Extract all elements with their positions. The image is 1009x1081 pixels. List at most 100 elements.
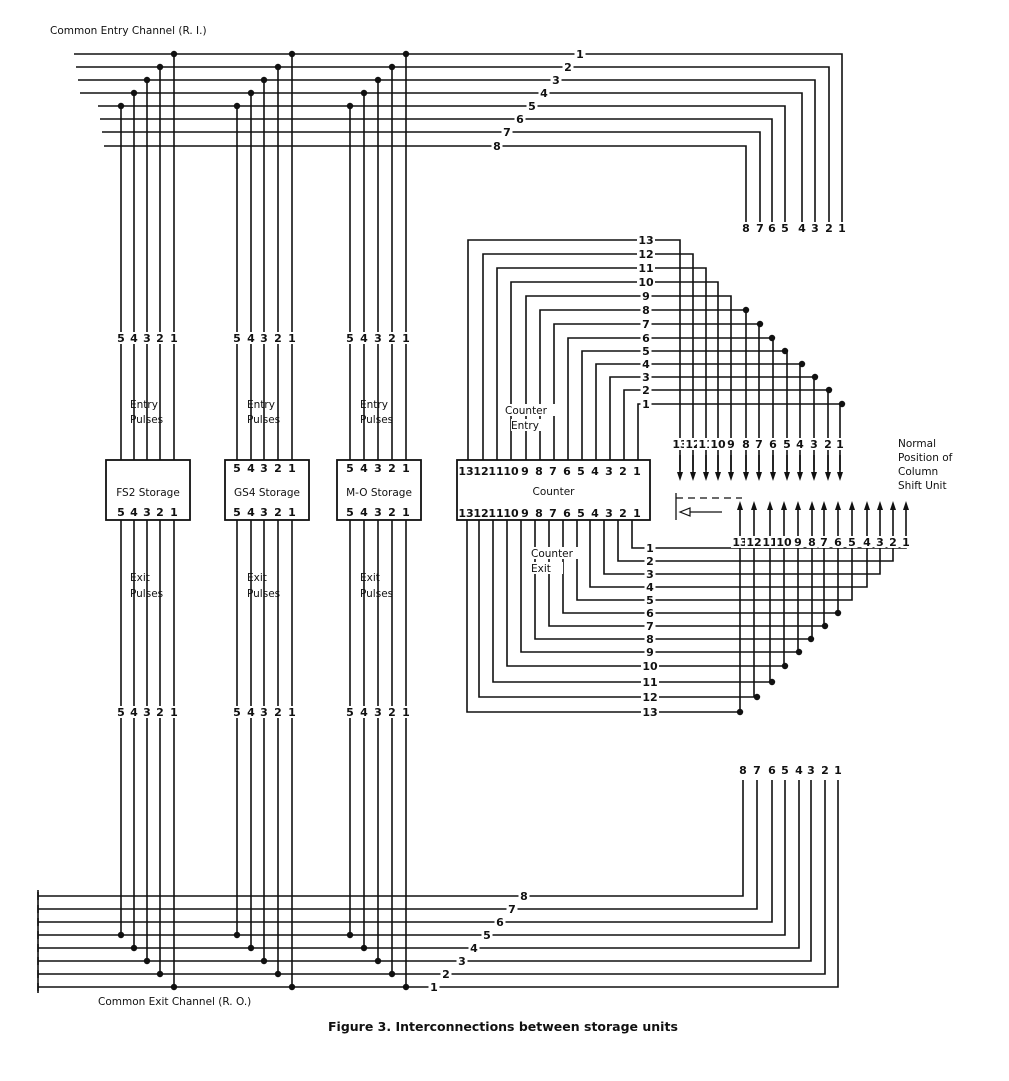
arrow-down-icon <box>784 472 790 481</box>
entry-channel-line-number: 5 <box>528 100 536 113</box>
label-background <box>258 332 270 344</box>
arrow-up-icon <box>835 501 841 510</box>
label-background <box>887 536 899 548</box>
counter-exit-line-number: 8 <box>646 633 654 646</box>
entry-pulses-label: Pulses <box>130 414 163 426</box>
counter-entry-junction-dot <box>811 373 819 381</box>
counter-bottom-pin: 4 <box>591 507 599 520</box>
shift-output-pin-number: 5 <box>848 536 856 549</box>
counter-top-pin: 10 <box>503 465 519 478</box>
label-background <box>637 262 655 274</box>
label-background <box>258 706 270 718</box>
entry-pin-number: 1 <box>288 332 296 345</box>
exit-pin-number: 5 <box>233 706 241 719</box>
exit-rise-pin-label: 2 <box>821 764 829 777</box>
shift-unit-label: Shift Unit <box>898 480 947 492</box>
arrow-down-icon <box>811 472 817 481</box>
storage-unit-name: GS4 Storage <box>234 487 300 499</box>
arrow-up-icon <box>737 501 743 510</box>
entry-pin-number: 3 <box>143 332 151 345</box>
storage-bottom-pin: 1 <box>402 506 410 519</box>
entry-pin-number: 2 <box>388 332 396 345</box>
entry-pin-number: 5 <box>117 332 125 345</box>
entry-pin-number: 4 <box>247 332 255 345</box>
label-background <box>725 438 737 450</box>
storage-top-pin: 3 <box>374 462 382 475</box>
shift-input-pin-number: 7 <box>755 438 763 451</box>
label-background <box>400 706 412 718</box>
entry-pulses-label: Entry <box>130 399 158 411</box>
exit-channel-line-6 <box>38 780 773 923</box>
storage-unit-name: M-O Storage <box>346 487 412 499</box>
storage-box-2 <box>336 459 422 521</box>
label-background <box>491 140 503 152</box>
label-background <box>641 660 659 672</box>
exit-rise-pin-label: 1 <box>834 764 842 777</box>
counter-bottom-pin: 2 <box>619 507 627 520</box>
shift-output-pin-number: 11 <box>762 536 777 549</box>
exit-rise-pin-label: 6 <box>768 764 776 777</box>
arrow-down-icon <box>825 472 831 481</box>
storage-bottom-pin: 4 <box>360 506 368 519</box>
counter-exit-line-number: 11 <box>642 676 657 689</box>
shift-input-pin-number: 12 <box>685 438 700 451</box>
entry-junction-dot <box>288 50 296 58</box>
label-background <box>767 438 779 450</box>
counter-top-pin: 5 <box>577 465 585 478</box>
shift-output-pin-number: 3 <box>876 536 884 549</box>
label-background <box>874 536 886 548</box>
label-background <box>372 706 384 718</box>
counter-exit-line-number: 7 <box>646 620 654 633</box>
entry-drop-pin-label: 1 <box>838 222 846 235</box>
storage-bottom-pin: 2 <box>156 506 164 519</box>
entry-pin-number: 1 <box>402 332 410 345</box>
shift-input-pin-number: 13 <box>672 438 687 451</box>
label-background <box>793 764 805 776</box>
entry-channel-line-number: 8 <box>493 140 501 153</box>
label-background <box>781 438 793 450</box>
exit-pin-number: 1 <box>402 706 410 719</box>
label-background <box>468 942 480 954</box>
label-background <box>792 536 804 548</box>
label-background <box>372 332 384 344</box>
counter-entry-junction-dot <box>742 306 750 314</box>
label-background <box>386 332 398 344</box>
entry-junction-dot <box>156 63 164 71</box>
shift-output-pin-number: 10 <box>776 536 792 549</box>
label-background <box>514 113 526 125</box>
counter-box <box>456 459 651 521</box>
label-background <box>128 706 140 718</box>
shift-input-pin-number: 9 <box>727 438 735 451</box>
label-background <box>644 594 656 606</box>
label-background <box>272 706 284 718</box>
label-background <box>154 332 166 344</box>
arrow-up-icon <box>903 501 909 510</box>
entry-pulses-label: Pulses <box>247 414 280 426</box>
entry-channel-line-number: 3 <box>552 74 560 87</box>
label-background <box>754 222 766 234</box>
entry-junction-dot <box>143 76 151 84</box>
counter-entry-line-12 <box>482 253 694 470</box>
counter-entry-line-1 <box>637 403 841 470</box>
counter-entry-line-5 <box>581 350 788 470</box>
entry-channel-line-5 <box>98 105 786 222</box>
shift-input-pin-number: 1 <box>836 438 844 451</box>
label-background <box>644 607 656 619</box>
counter-entry-line-number: 1 <box>642 398 650 411</box>
exit-channel-line-number: 7 <box>508 903 516 916</box>
counter-entry-label: Counter <box>505 405 548 417</box>
counter-exit-label: Counter <box>531 548 574 560</box>
counter-entry-line-7 <box>553 323 760 470</box>
entry-pin-number: 1 <box>170 332 178 345</box>
exit-rise-pin-label: 3 <box>807 764 815 777</box>
label-background <box>709 438 727 450</box>
entry-pulses-label: Entry <box>247 399 275 411</box>
counter-exit-line-number: 12 <box>642 691 657 704</box>
label-background <box>644 568 656 580</box>
label-background <box>168 332 180 344</box>
exit-channel-line-number: 3 <box>458 955 466 968</box>
counter-top-pin: 11 <box>488 465 503 478</box>
arrow-down-icon <box>743 472 749 481</box>
label-background <box>526 100 538 112</box>
label-background <box>511 419 550 431</box>
